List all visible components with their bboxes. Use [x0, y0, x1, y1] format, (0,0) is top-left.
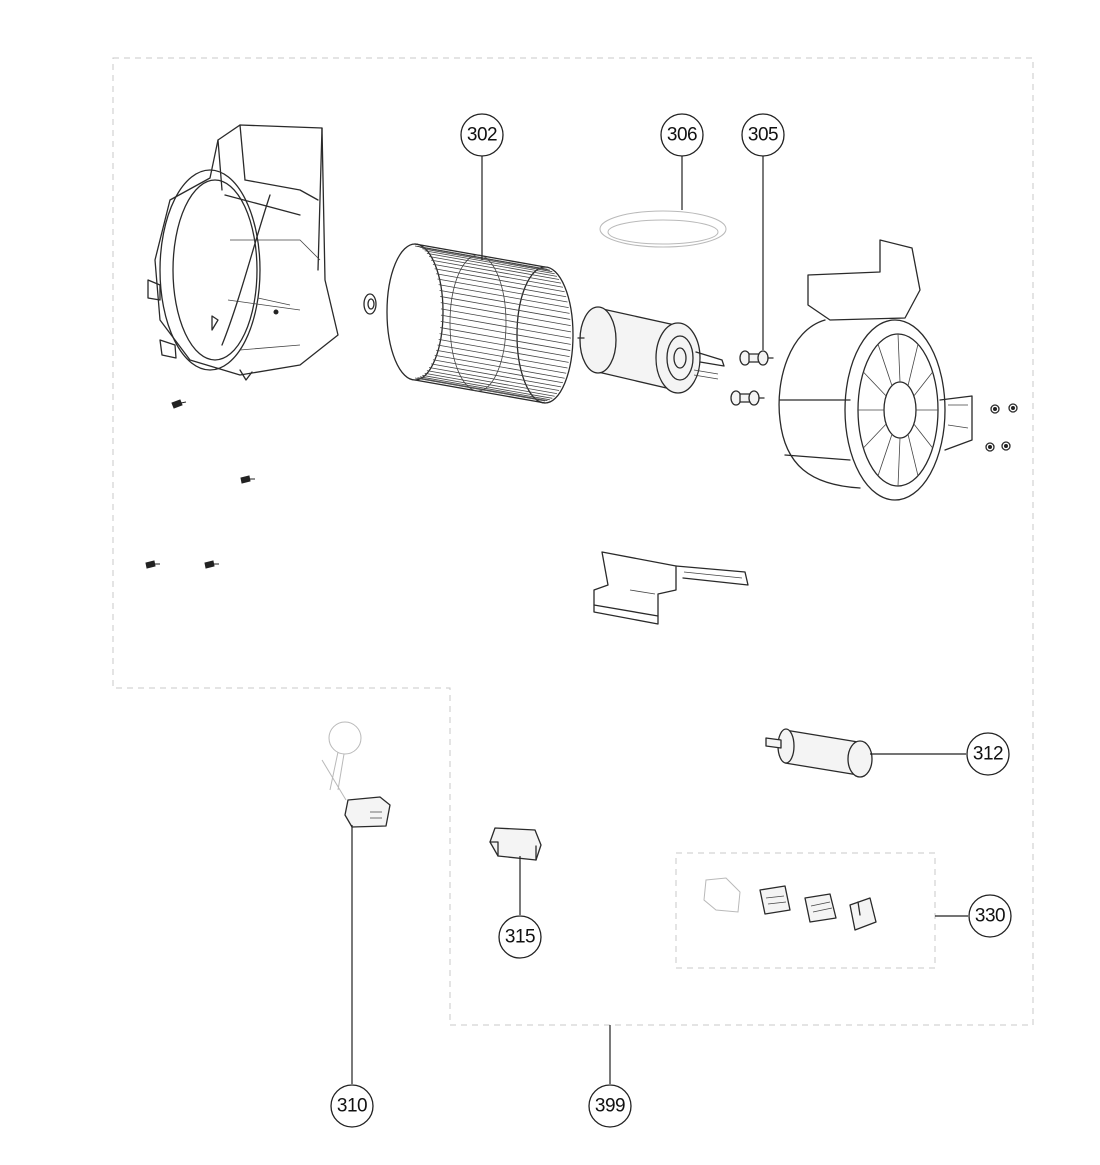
- housing-rib: [897, 333, 901, 383]
- wheel-blade: [436, 349, 567, 374]
- wheel-blade: [440, 302, 571, 327]
- housing-rib: [907, 434, 919, 476]
- wheel-blade: [434, 268, 565, 293]
- callout-330-label: 330: [975, 906, 1005, 927]
- housing-rib: [863, 423, 887, 449]
- leader-lines: [351, 156, 968, 1084]
- wheel-blade: [440, 314, 572, 339]
- callout-305-label: 305: [748, 125, 778, 146]
- capacitor: [765, 728, 873, 778]
- right-blower-housing: [778, 239, 973, 501]
- wheel-blade: [422, 248, 553, 273]
- wheel-blade: [436, 273, 567, 298]
- housing-rib: [913, 423, 933, 449]
- hub-nut: [363, 293, 377, 315]
- housing-nuts: [985, 403, 1018, 452]
- callout-306[interactable]: 306: [660, 113, 704, 157]
- wheel-blade: [439, 333, 570, 357]
- switch-assembly: [321, 721, 391, 828]
- wheel-blade: [439, 290, 570, 314]
- filter-ring: [599, 210, 727, 248]
- wheel-blade: [419, 246, 550, 271]
- wheel-blade: [428, 367, 560, 391]
- wheel-blade: [428, 256, 560, 280]
- wheel-blade: [419, 376, 550, 401]
- wheel-blade: [417, 377, 548, 402]
- wheel-blade: [414, 377, 546, 402]
- blower-motor: [577, 306, 725, 394]
- callout-310[interactable]: 310: [330, 1084, 374, 1128]
- callout-315[interactable]: 315: [498, 915, 542, 959]
- main-assembly-boundary: [112, 57, 1034, 1026]
- wheel-blade: [440, 320, 571, 345]
- housing-rib: [897, 437, 901, 487]
- wheel-blade: [426, 370, 557, 395]
- housing-rib: [907, 344, 919, 386]
- screws: [145, 399, 255, 569]
- wheel-blade: [432, 359, 564, 384]
- callout-399[interactable]: 399: [588, 1084, 632, 1128]
- housing-rib: [877, 344, 893, 386]
- wheel-blade: [424, 372, 555, 397]
- callout-312-label: 312: [973, 744, 1003, 765]
- blower-wheel: [386, 243, 574, 404]
- wheel-blade: [440, 327, 571, 351]
- housing-rib: [913, 371, 933, 397]
- wheel-blade: [437, 278, 568, 303]
- wheel-blade: [422, 374, 553, 399]
- wheel-blade: [438, 339, 569, 363]
- connector-315: [489, 827, 542, 861]
- wheel-blade: [426, 252, 557, 277]
- wheel-blade: [434, 354, 565, 379]
- callout-305[interactable]: 305: [741, 113, 785, 157]
- assembly-boundaries: [112, 57, 1034, 1026]
- wheel-blade: [437, 344, 568, 369]
- wheel-blade: [432, 263, 564, 288]
- wheel-blade: [424, 250, 555, 275]
- motor-bracket: [593, 551, 749, 625]
- callout-312[interactable]: 312: [966, 732, 1010, 776]
- housing-rib: [877, 434, 893, 476]
- callout-399-label: 399: [595, 1096, 625, 1117]
- wheel-blade: [440, 296, 571, 320]
- left-blower-housing: [147, 124, 339, 381]
- callout-310-label: 310: [337, 1096, 367, 1117]
- callout-315-label: 315: [505, 927, 535, 948]
- wheel-blade: [440, 308, 572, 333]
- connector-kit: [703, 877, 877, 931]
- callout-302[interactable]: 302: [460, 113, 504, 157]
- callout-302-label: 302: [467, 125, 497, 146]
- wheel-blade: [431, 363, 562, 388]
- callout-306-label: 306: [667, 125, 697, 146]
- grommets: [730, 350, 774, 406]
- connector-kit-boundary: [675, 852, 936, 969]
- callout-330[interactable]: 330: [968, 894, 1012, 938]
- wheel-blade: [431, 259, 562, 284]
- housing-rib: [863, 371, 887, 397]
- wheel-blade: [438, 284, 569, 308]
